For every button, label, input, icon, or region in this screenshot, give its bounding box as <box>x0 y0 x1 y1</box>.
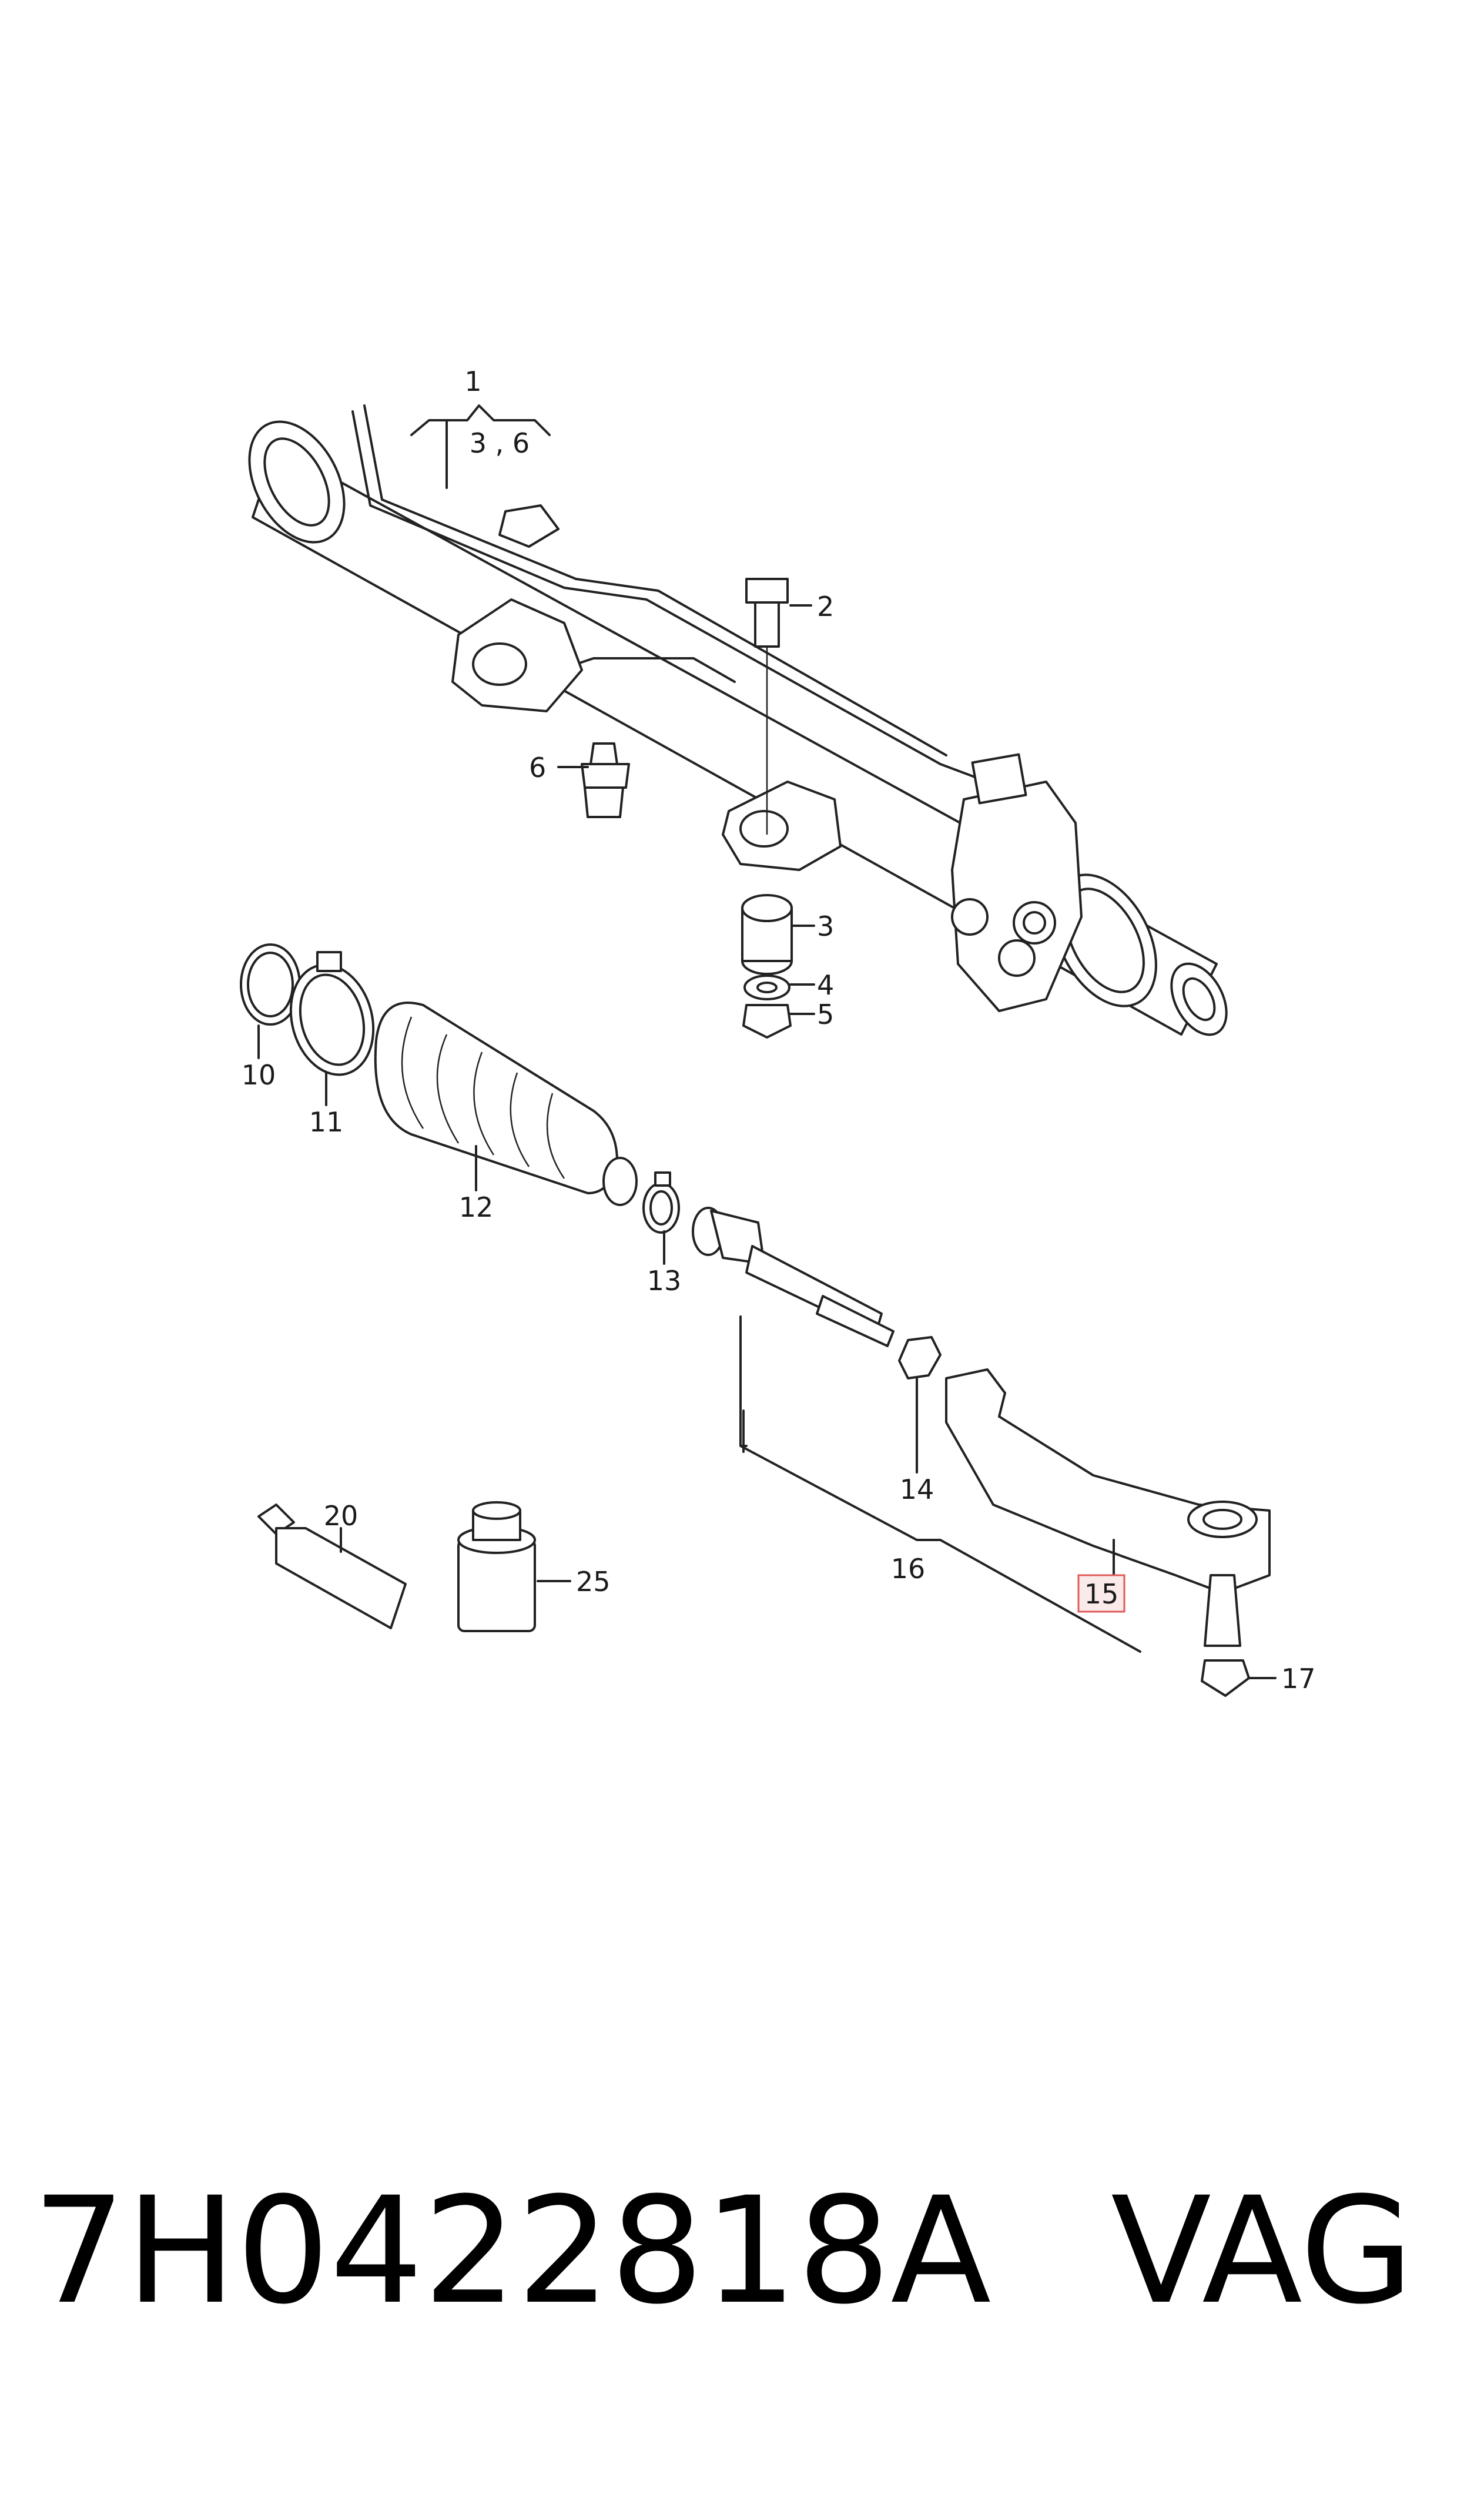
callout-25: 25 <box>576 1566 611 1598</box>
washer-4 <box>743 975 790 1000</box>
callout-11: 11 <box>309 1106 344 1138</box>
callout-3: 3 <box>817 910 834 942</box>
callout-labels: 1 3 , 6 2 6 3 4 5 10 11 12 13 14 16 15 1… <box>242 366 1316 1695</box>
grease-tube-20 <box>257 1504 407 1629</box>
callout-2: 2 <box>817 591 834 622</box>
tie-rod-16 <box>692 1207 895 1347</box>
callout-16: 16 <box>891 1553 926 1585</box>
clip-6 <box>581 742 630 818</box>
clamp-13 <box>642 1171 680 1234</box>
part-number: 7H0422818A <box>32 2165 991 2336</box>
container-25 <box>457 1501 536 1632</box>
tie-rod-end-15 <box>945 1368 1271 1647</box>
callout-12: 12 <box>459 1191 494 1223</box>
callout-15: 15 <box>1084 1578 1119 1610</box>
nut-5 <box>742 1004 792 1039</box>
steering-rack <box>248 404 1228 1036</box>
boot-12 <box>374 1002 638 1206</box>
bushing-3 <box>741 894 793 975</box>
clamp-11 <box>289 951 375 1076</box>
callout-1: 1 <box>464 366 481 397</box>
callout-5: 5 <box>817 999 834 1030</box>
nut-17 <box>1201 1659 1250 1697</box>
callout-4: 4 <box>817 969 834 1001</box>
callout-14: 14 <box>900 1474 934 1505</box>
callout-17: 17 <box>1281 1663 1316 1695</box>
callout-20: 20 <box>324 1500 359 1532</box>
nut-14 <box>898 1336 942 1379</box>
callout-6: 6 <box>529 752 546 783</box>
callout-15-highlight <box>1077 1574 1125 1613</box>
callout-10: 10 <box>242 1059 276 1091</box>
bolt-2 <box>745 578 789 835</box>
brand-name: VAG <box>1111 2165 1414 2336</box>
callout-13: 13 <box>647 1265 682 1297</box>
callout-1-sub: 3 , 6 <box>470 427 530 459</box>
leader-lines <box>257 404 1277 1679</box>
